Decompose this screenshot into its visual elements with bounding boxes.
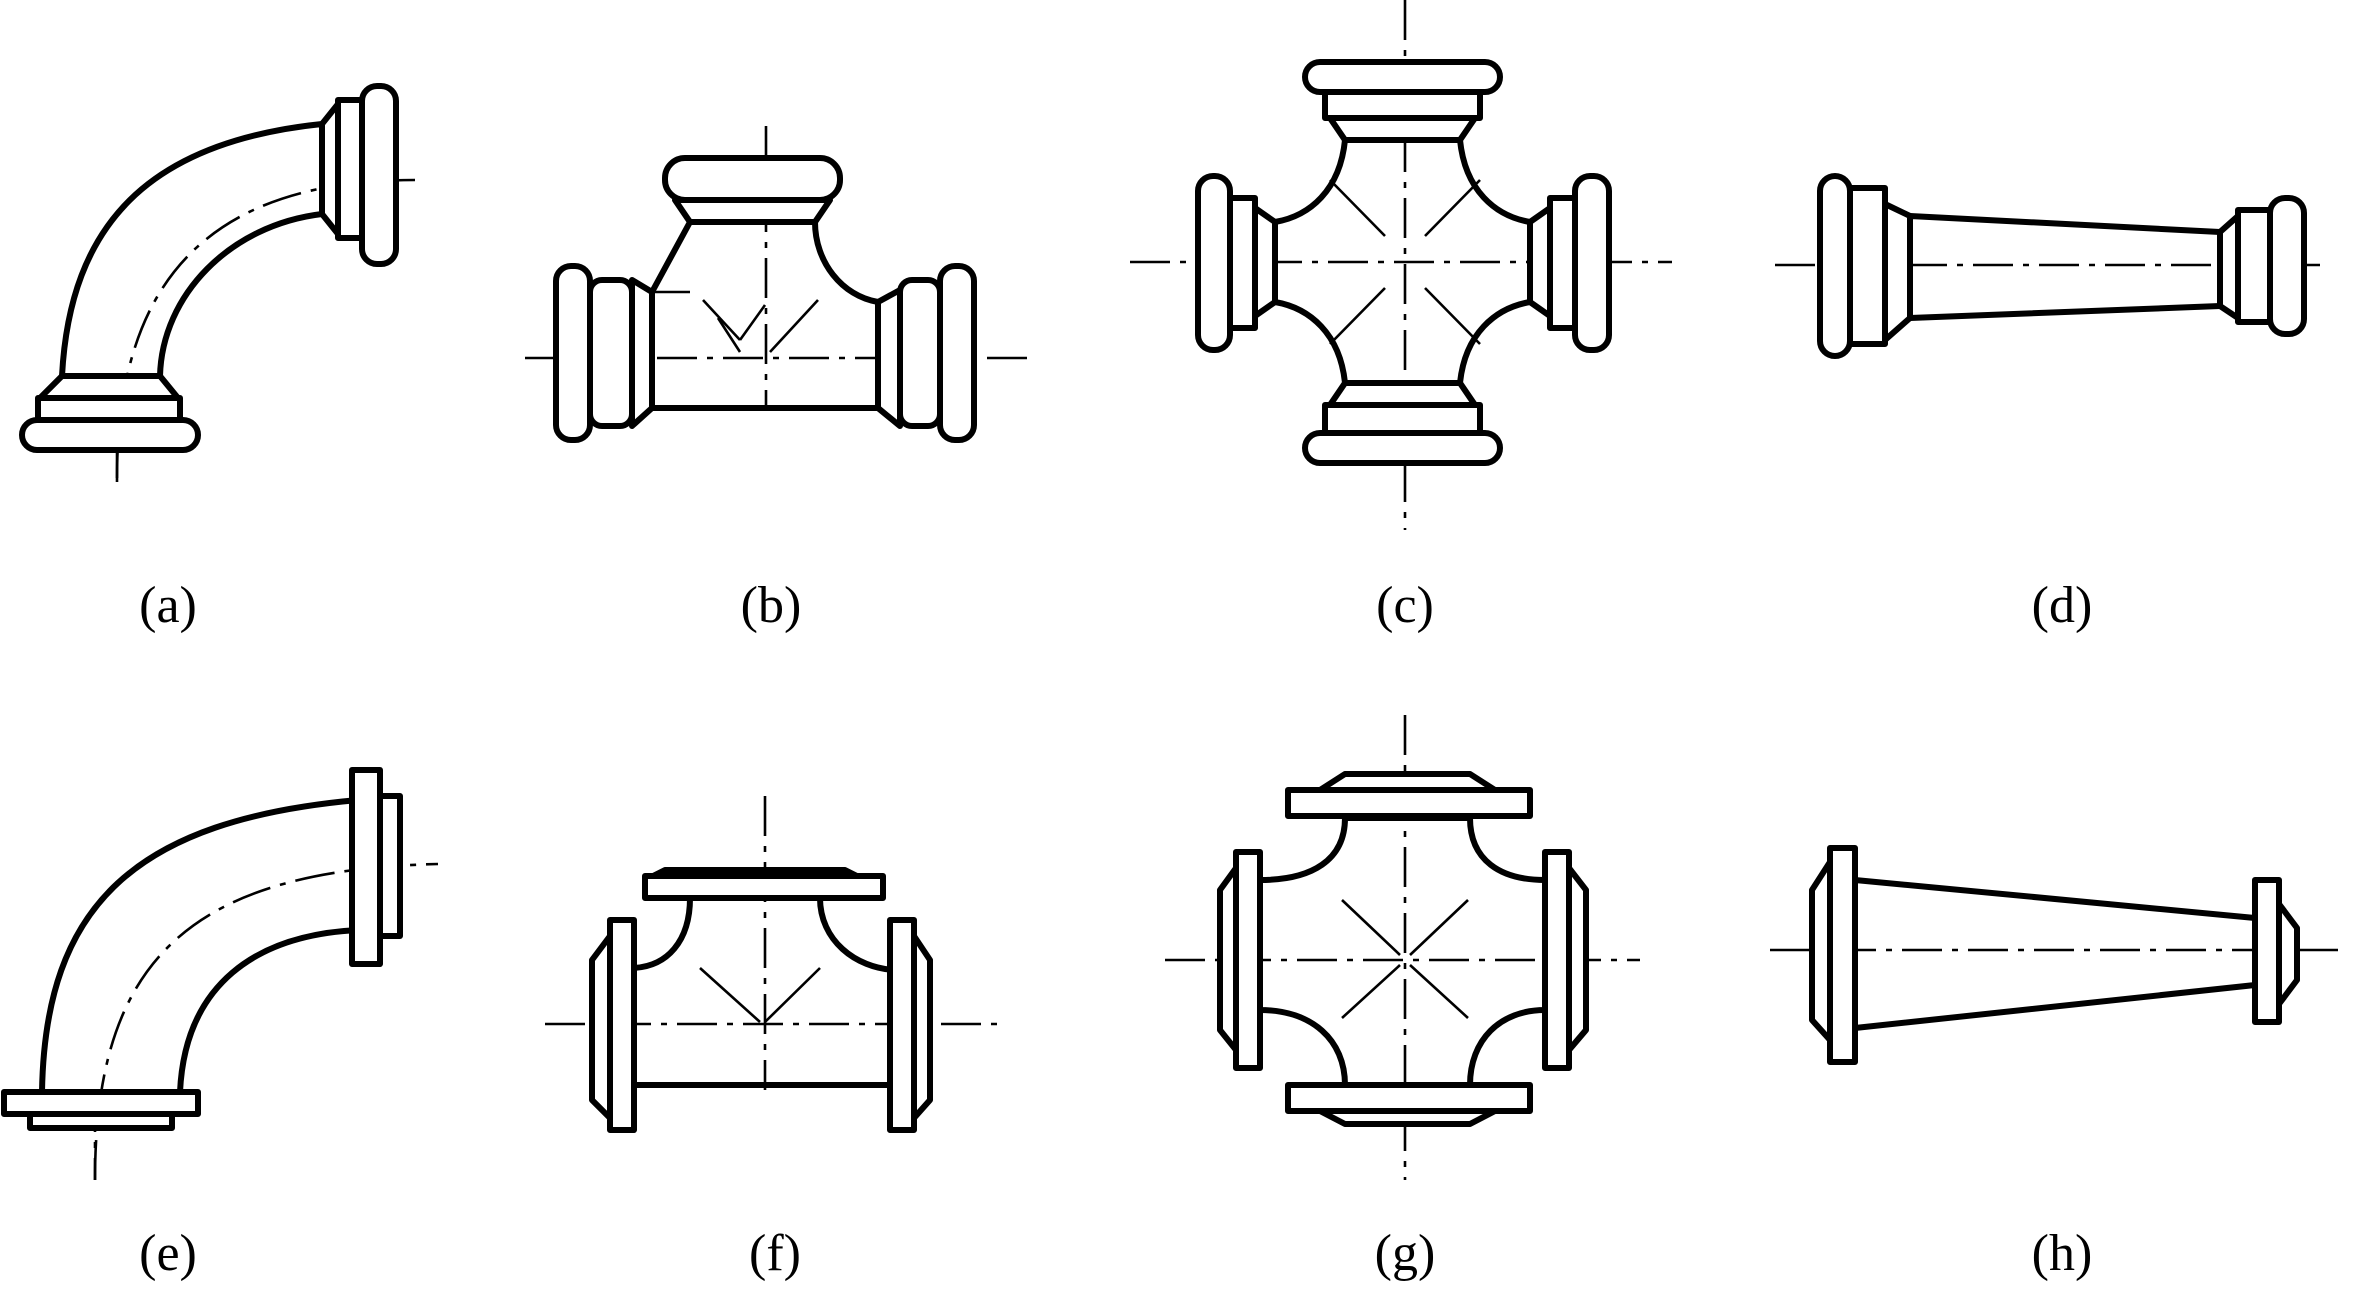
fitting-c-socket-cross [1130, 0, 1672, 530]
label-e: (e) [139, 1225, 197, 1282]
fitting-a-socket-elbow [19, 83, 416, 488]
fitting-h-flanged-reducer [1770, 845, 2345, 1065]
label-h: (h) [2032, 1225, 2093, 1282]
label-a: (a) [139, 577, 197, 634]
label-c: (c) [1376, 577, 1434, 634]
fitting-d-socket-reducer [1775, 173, 2320, 359]
fitting-g-flanged-cross [1165, 715, 1640, 1180]
fitting-b-socket-tee [525, 126, 1035, 443]
label-d: (d) [2032, 577, 2093, 634]
label-g: (g) [1375, 1225, 1436, 1282]
fitting-f-flanged-tee [545, 796, 1000, 1133]
label-f: (f) [749, 1225, 801, 1282]
fitting-e-flanged-elbow [1, 767, 439, 1181]
label-b: (b) [741, 577, 802, 634]
